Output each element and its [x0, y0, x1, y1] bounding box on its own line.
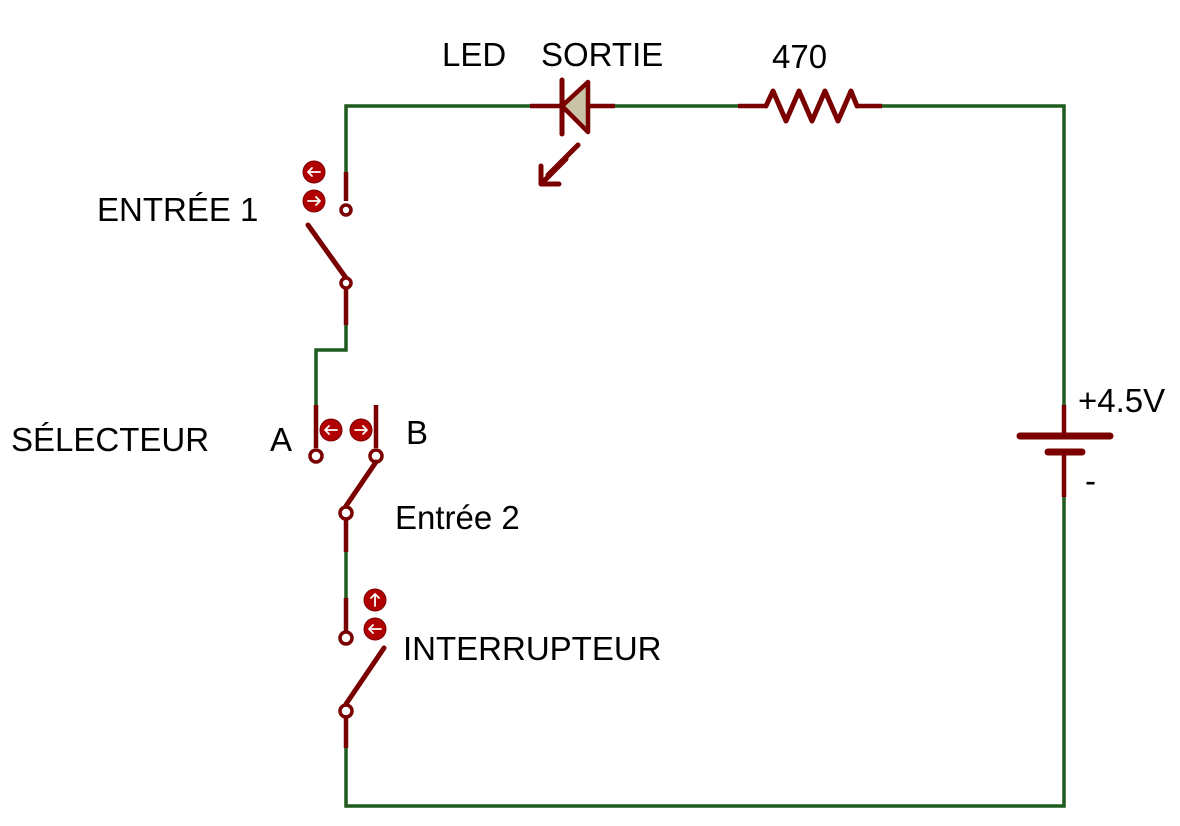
- wire-entree1-selector: [314, 323, 348, 407]
- entree1-push-button-icon[interactable]: [302, 160, 326, 213]
- resistor-value-label: 470: [772, 38, 828, 75]
- selector-push-button-icon[interactable]: [319, 418, 373, 442]
- led-label: LED: [442, 36, 507, 73]
- selecteur-label: SÉLECTEUR: [11, 421, 210, 458]
- led-icon: [530, 77, 615, 137]
- wires: [314, 104, 1066, 808]
- led-body: [559, 79, 591, 135]
- battery-plus-label: +4.5V: [1078, 382, 1166, 419]
- entree2-label: Entrée 2: [395, 499, 520, 536]
- entree1-label: ENTRÉE 1: [97, 191, 259, 228]
- selector-switch-icon: [308, 405, 384, 552]
- battery-icon: [1016, 405, 1114, 497]
- emission-arrow-icon: [538, 142, 581, 187]
- position-b-label: B: [406, 414, 429, 451]
- wire-right-bottom: [344, 495, 1066, 808]
- position-a-label: A: [270, 421, 293, 458]
- sortie-label: SORTIE: [541, 36, 664, 73]
- entree1-switch-icon: [305, 172, 353, 325]
- wire-top-right: [880, 104, 1066, 434]
- interrupteur-push-button-icon[interactable]: [363, 588, 387, 641]
- battery-minus-label: -: [1085, 462, 1096, 499]
- interrupteur-label: INTERRUPTEUR: [403, 630, 662, 667]
- resistor-icon: [738, 88, 882, 124]
- interrupteur-switch-icon: [338, 598, 387, 748]
- wire-top-left: [344, 104, 532, 174]
